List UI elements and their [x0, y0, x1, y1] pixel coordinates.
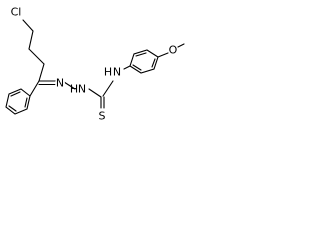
phenyl-ring [5, 80, 40, 115]
atom-label-imine-n: N [56, 77, 64, 90]
bond-hydrazine-n-thiocarbonyl [88, 88, 102, 98]
methoxyphenyl-double-1 [135, 52, 147, 57]
bond-imine-n-hydrazine-n [63, 81, 76, 90]
atom-label-methoxy-o: O [169, 44, 178, 57]
methoxyphenyl-ring [129, 43, 185, 74]
phenyl-hexagon [5, 88, 31, 115]
methoxyphenyl-double-2 [151, 58, 156, 68]
atom-label-thione-s: S [99, 110, 106, 123]
atom-label-hydrazine-h: H [70, 83, 78, 96]
atom-label-hydrazine-n: N [78, 83, 86, 96]
bond-c3-c4 [38, 63, 45, 82]
bond-c4-phenyl [29, 80, 40, 97]
bond-c2-c3 [28, 48, 45, 65]
imine-n-background [55, 78, 65, 88]
bond-ring-methoxy-o [157, 52, 169, 58]
bond-cl-c1 [22, 19, 34, 32]
thiourea-group [100, 65, 131, 109]
atom-label-amide-n: N [113, 66, 121, 79]
bond-methoxy-o-methyl [177, 43, 185, 48]
phenyl-double-2 [8, 105, 17, 112]
bond-amide-n-aryl [123, 65, 131, 70]
atom-label-chloro: Cl [11, 6, 22, 19]
chemical-structure: Cl N N H N H S O [5, 6, 185, 123]
methoxyphenyl-double-3 [132, 64, 142, 71]
atom-labels: Cl N N H N H S O [11, 6, 178, 123]
hydrazone-linkage [38, 80, 102, 98]
bond-thiocarbonyl-amide-n [102, 80, 114, 97]
chlorobutyl-chain [22, 19, 45, 82]
phenyl-double-3 [24, 97, 28, 108]
bond-c1-c2 [28, 30, 34, 50]
atom-label-amide-h: H [104, 66, 112, 79]
phenyl-double-1 [10, 91, 21, 97]
